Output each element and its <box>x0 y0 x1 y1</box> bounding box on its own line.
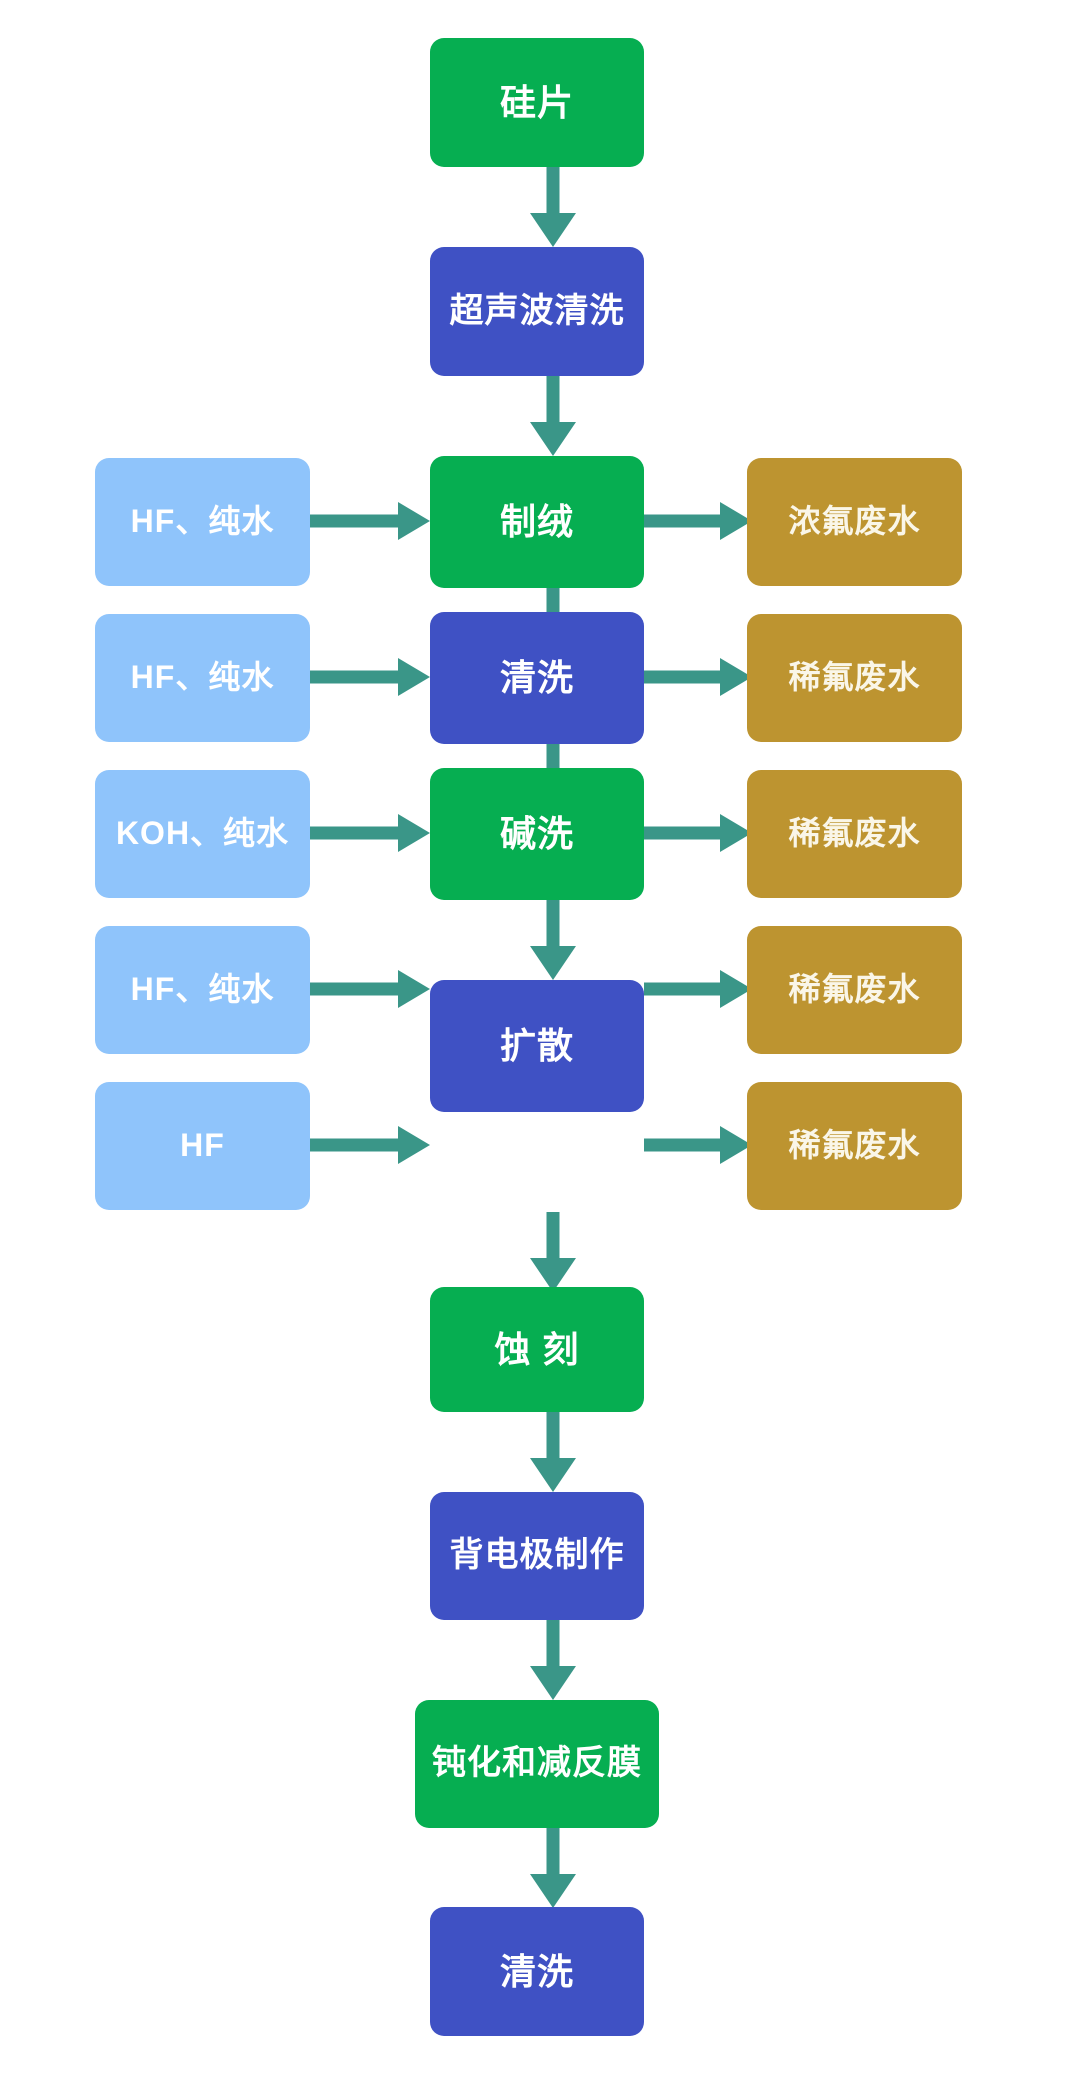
arrow-passivation-to-final-cleaning <box>530 1828 576 1908</box>
arrow-head <box>398 814 430 852</box>
arrow-input-2-to-cleaning <box>310 658 430 696</box>
process-node-diffusion[interactable]: 扩散 <box>430 980 644 1112</box>
arrow-texturing-to-waste-1 <box>644 502 752 540</box>
input-node-label: HF、纯水 <box>130 971 275 1008</box>
arrow-head <box>530 1458 576 1492</box>
process-node-ultrasonic-cleaning[interactable]: 超声波清洗 <box>430 247 644 376</box>
process-node-cleaning[interactable]: 清洗 <box>430 612 644 744</box>
arrow-shaft <box>546 900 560 946</box>
arrow-head <box>530 946 576 980</box>
process-node-label: 背电极制作 <box>449 1536 625 1575</box>
input-node-hf-pure-water-1[interactable]: HF、纯水 <box>95 458 310 586</box>
process-node-back-electrode[interactable]: 背电极制作 <box>430 1492 644 1620</box>
process-node-label: 清洗 <box>499 657 574 699</box>
input-node-koh-pure-water[interactable]: KOH、纯水 <box>95 770 310 898</box>
arrow-input-5-to-etching <box>310 1126 430 1164</box>
arrow-cleaning-to-waste-2 <box>644 658 752 696</box>
waste-node-dilute-fluoride-wastewater-1[interactable]: 稀氟废水 <box>747 614 962 742</box>
arrow-shaft <box>644 670 720 684</box>
arrow-shaft <box>644 982 720 996</box>
process-node-final-cleaning[interactable]: 清洗 <box>430 1907 644 2036</box>
arrow-etching-to-waste-5 <box>644 1126 752 1164</box>
arrow-shaft <box>310 514 398 528</box>
arrow-shaft <box>310 670 398 684</box>
arrow-input-4-to-diffusion <box>310 970 430 1008</box>
arrow-shaft <box>546 1620 560 1666</box>
arrow-head <box>720 1126 752 1164</box>
process-node-label: 蚀 刻 <box>494 1328 580 1370</box>
process-node-label: 超声波清洗 <box>449 291 625 330</box>
arrow-shaft <box>644 514 720 528</box>
waste-node-dilute-fluoride-wastewater-4[interactable]: 稀氟废水 <box>747 1082 962 1210</box>
process-node-passivation-arc[interactable]: 钝化和减反膜 <box>415 1700 659 1828</box>
arrow-head <box>398 658 430 696</box>
arrow-head <box>398 1126 430 1164</box>
process-node-label: 制绒 <box>499 501 574 543</box>
arrow-shaft <box>546 1412 560 1458</box>
process-node-etching[interactable]: 蚀 刻 <box>430 1287 644 1412</box>
arrow-head <box>720 502 752 540</box>
waste-node-label: 稀氟废水 <box>788 815 921 852</box>
process-node-alkaline-wash[interactable]: 碱洗 <box>430 768 644 900</box>
arrow-head <box>530 1258 576 1292</box>
process-node-silicon-wafer[interactable]: 硅片 <box>430 38 644 167</box>
waste-node-dilute-fluoride-wastewater-3[interactable]: 稀氟废水 <box>747 926 962 1054</box>
waste-node-concentrated-fluoride-wastewater[interactable]: 浓氟废水 <box>747 458 962 586</box>
arrow-head <box>720 658 752 696</box>
arrow-shaft <box>310 1138 398 1152</box>
input-node-label: HF、纯水 <box>130 503 275 540</box>
waste-node-label: 浓氟废水 <box>788 503 921 540</box>
arrow-alkaline-to-waste-3 <box>644 814 752 852</box>
arrow-head <box>720 814 752 852</box>
arrow-ultrasonic-to-texturing <box>530 376 576 456</box>
arrow-shaft <box>546 376 560 422</box>
arrow-head <box>530 422 576 456</box>
arrow-shaft <box>546 1212 560 1258</box>
input-node-hf-pure-water-3[interactable]: HF、纯水 <box>95 926 310 1054</box>
input-node-label: KOH、纯水 <box>115 815 290 852</box>
arrow-head <box>530 213 576 247</box>
process-node-label: 扩散 <box>499 1025 574 1067</box>
waste-node-label: 稀氟废水 <box>788 659 921 696</box>
arrow-shaft <box>546 167 560 213</box>
waste-node-dilute-fluoride-wastewater-2[interactable]: 稀氟废水 <box>747 770 962 898</box>
arrow-shaft <box>644 1138 720 1152</box>
arrow-shaft <box>644 826 720 840</box>
waste-node-label: 稀氟废水 <box>788 1127 921 1164</box>
process-node-texturing[interactable]: 制绒 <box>430 456 644 588</box>
process-node-label: 硅片 <box>499 81 574 123</box>
arrow-head <box>530 1874 576 1908</box>
arrow-alkaline-to-diffusion <box>530 900 576 980</box>
arrow-diffusion-to-waste-4 <box>644 970 752 1008</box>
input-node-label: HF、纯水 <box>130 659 275 696</box>
process-node-label: 清洗 <box>499 1950 574 1992</box>
arrow-shaft <box>310 982 398 996</box>
arrow-silicon-to-ultrasonic <box>530 167 576 247</box>
arrow-head <box>398 502 430 540</box>
arrow-head <box>398 970 430 1008</box>
arrow-shaft <box>546 1828 560 1874</box>
input-node-hf[interactable]: HF <box>95 1082 310 1210</box>
arrow-input-3-to-alkaline <box>310 814 430 852</box>
input-node-label: HF <box>180 1127 225 1164</box>
waste-node-label: 稀氟废水 <box>788 971 921 1008</box>
arrow-etching-to-back-electrode <box>530 1412 576 1492</box>
arrow-head <box>530 1666 576 1700</box>
arrow-shaft <box>310 826 398 840</box>
arrow-back-electrode-to-passivation <box>530 1620 576 1700</box>
arrow-head <box>720 970 752 1008</box>
process-node-label: 钝化和减反膜 <box>432 1744 642 1783</box>
arrow-input-1-to-texturing <box>310 502 430 540</box>
arrow-diffusion-to-etching <box>530 1212 576 1292</box>
process-node-label: 碱洗 <box>499 813 574 855</box>
input-node-hf-pure-water-2[interactable]: HF、纯水 <box>95 614 310 742</box>
